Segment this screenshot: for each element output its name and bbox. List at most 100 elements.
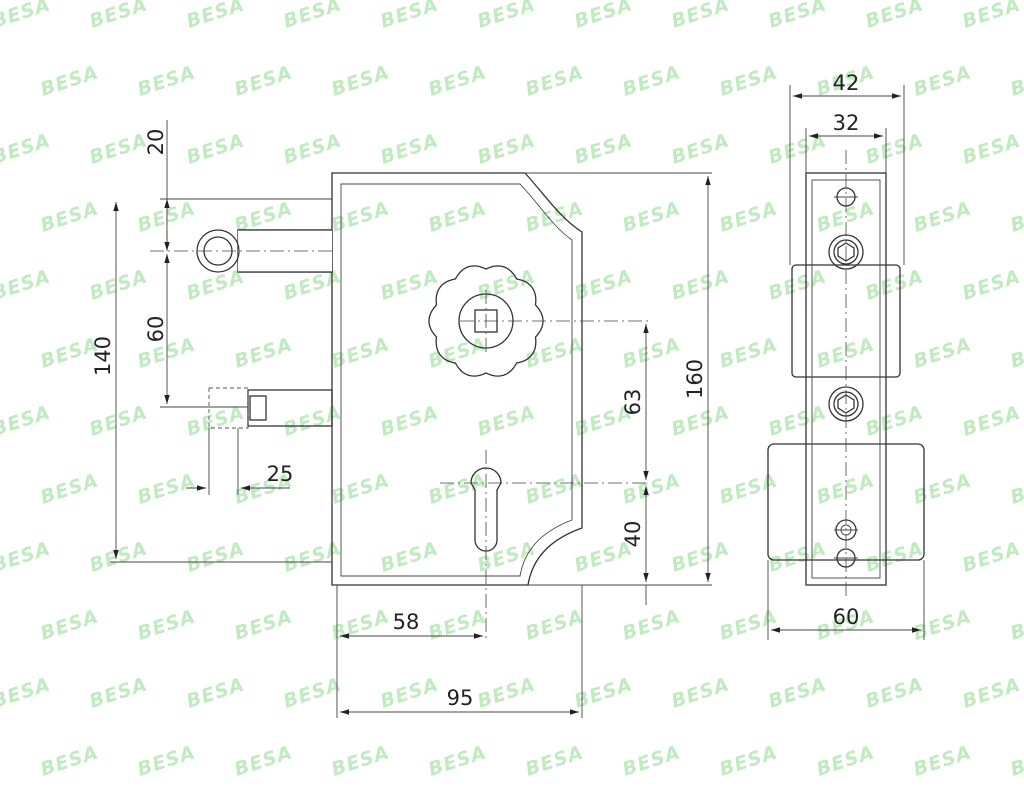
- watermark-logo: BESA: [620, 333, 684, 372]
- side-view: 42 32 60: [767, 71, 925, 640]
- watermark-logo: BESA: [717, 197, 781, 236]
- watermark-logo: BESA: [620, 197, 684, 236]
- watermark-logo: BESA: [717, 741, 781, 780]
- knob-rosette: [428, 265, 650, 377]
- watermark-logo: BESA: [669, 537, 733, 576]
- watermark-logo: BESA: [38, 469, 102, 508]
- watermark-logo: BESA: [960, 265, 1024, 304]
- dim-60-vertical: 60: [144, 316, 168, 343]
- watermark-logo: BESA: [426, 197, 490, 236]
- watermark-logo: BESA: [378, 129, 442, 168]
- watermark-logo: BESA: [572, 265, 636, 304]
- watermark-logo: BESA: [960, 401, 1024, 440]
- watermark-logo: BESA: [475, 537, 539, 576]
- watermark-logo: BESA: [960, 129, 1024, 168]
- watermark-logo: BESA: [717, 469, 781, 508]
- dim-140: 140: [91, 336, 115, 376]
- watermark-logo: BESA: [717, 61, 781, 100]
- screw-hole-lower-a: [834, 519, 858, 541]
- dim-63: 63: [621, 389, 645, 416]
- watermark-logo: BESA: [669, 129, 733, 168]
- watermark-logo: BESA: [38, 741, 102, 780]
- watermark-logo: BESA: [87, 673, 151, 712]
- watermark-logo: BESA: [87, 0, 151, 33]
- lock-case-outline: [331, 172, 583, 586]
- watermark-logo: BESA: [1008, 197, 1024, 236]
- watermark-logo: BESA: [960, 0, 1024, 33]
- watermark-logo: BESA: [281, 129, 345, 168]
- watermark-logo: BESA: [717, 333, 781, 372]
- watermark-logo: BESA: [135, 61, 199, 100]
- watermark-logo: BESA: [766, 537, 830, 576]
- watermark-logo: BESA: [1008, 605, 1024, 644]
- front-view: 20 60 140 25 63 40 160 58 95: [91, 120, 712, 718]
- dim-25: 25: [267, 462, 294, 486]
- lock-case-inner: [340, 183, 573, 577]
- watermark-logo: BESA: [184, 0, 248, 33]
- watermark-logo: BESA: [0, 537, 53, 576]
- dim-32: 32: [833, 111, 860, 135]
- keyhole: [440, 450, 650, 640]
- watermark-logo: BESA: [523, 197, 587, 236]
- watermark-logo: BESA: [38, 605, 102, 644]
- dim-58: 58: [393, 610, 420, 634]
- watermark-logo: BESA: [717, 605, 781, 644]
- watermark-logo: BESA: [911, 333, 975, 372]
- watermark-logo: BESA: [87, 129, 151, 168]
- watermark-logo: BESA: [329, 741, 393, 780]
- watermark-logo: BESA: [572, 129, 636, 168]
- watermark-logo: BESA: [572, 673, 636, 712]
- watermark-logo: BESA: [329, 469, 393, 508]
- watermark-logo: BESA: [184, 129, 248, 168]
- watermark-logo: BESA: [475, 265, 539, 304]
- watermark-logo: BESA: [911, 197, 975, 236]
- watermark-logo: BESA: [863, 401, 927, 440]
- watermark-logo: BESA: [475, 0, 539, 33]
- watermark-pattern: BESA BESA BESA BESA BESA BESA BESA BESA BESA BESA…: [0, 0, 1024, 781]
- watermark-logo: BESA: [523, 61, 587, 100]
- watermark-logo: BESA: [766, 0, 830, 33]
- screw-hole-lower-b: [834, 548, 858, 568]
- watermark-logo: BESA: [184, 673, 248, 712]
- hex-bolt-lower: [828, 386, 864, 422]
- watermark-logo: BESA: [960, 537, 1024, 576]
- dim-95: 95: [447, 686, 474, 710]
- watermark-logo: BESA: [523, 605, 587, 644]
- watermark-logo: BESA: [911, 469, 975, 508]
- watermark-logo: BESA: [620, 469, 684, 508]
- watermark-logo: BESA: [669, 401, 733, 440]
- watermark-logo: BESA: [38, 197, 102, 236]
- watermark-logo: BESA: [38, 61, 102, 100]
- screw-hole-top: [834, 187, 858, 207]
- watermark-logo: BESA: [766, 401, 830, 440]
- watermark-logo: BESA: [329, 197, 393, 236]
- watermark-logo: BESA: [620, 61, 684, 100]
- watermark-logo: BESA: [232, 61, 296, 100]
- watermark-logo: BESA: [329, 61, 393, 100]
- watermark-logo: BESA: [620, 605, 684, 644]
- deadbolt: [208, 387, 333, 495]
- watermark-logo: BESA: [960, 673, 1024, 712]
- watermark-logo: BESA: [911, 741, 975, 780]
- watermark-logo: BESA: [523, 469, 587, 508]
- watermark-logo: BESA: [232, 741, 296, 780]
- watermark-logo: BESA: [378, 673, 442, 712]
- watermark-logo: BESA: [620, 741, 684, 780]
- watermark-logo: BESA: [281, 537, 345, 576]
- watermark-logo: BESA: [863, 265, 927, 304]
- dim-42: 42: [833, 71, 860, 95]
- watermark-logo: BESA: [87, 401, 151, 440]
- dim-20: 20: [144, 129, 168, 156]
- dim-60-side: 60: [833, 605, 860, 629]
- watermark-logo: BESA: [135, 741, 199, 780]
- watermark-logo: BESA: [863, 673, 927, 712]
- watermark-logo: BESA: [1008, 741, 1024, 780]
- watermark-logo: BESA: [281, 0, 345, 33]
- watermark-logo: BESA: [572, 0, 636, 33]
- watermark-logo: BESA: [329, 333, 393, 372]
- watermark-logo: BESA: [232, 605, 296, 644]
- watermark-logo: BESA: [0, 401, 53, 440]
- watermark-logo: BESA: [426, 469, 490, 508]
- watermark-logo: BESA: [475, 401, 539, 440]
